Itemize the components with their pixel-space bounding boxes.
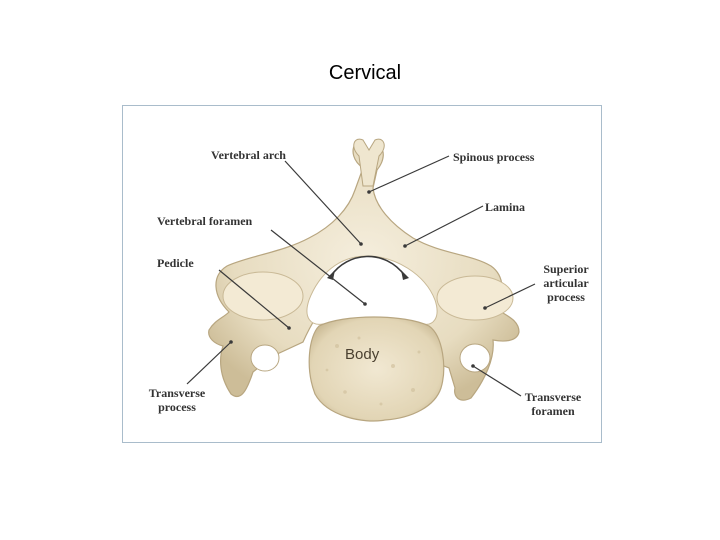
label-superior-articular-line-3: process (547, 290, 585, 304)
vertebral-arch-arrow (330, 255, 406, 277)
label-transverse-foramen-line-2: foramen (531, 404, 575, 418)
label-superior-articular-process: Superior articular process (533, 262, 599, 304)
vertebra-figure: Vertebral arch Spinous process Lamina Ve… (122, 105, 602, 443)
left-articular-facet (222, 271, 304, 321)
right-articular-facet (436, 275, 514, 321)
vertebral-body-shape (308, 316, 445, 422)
label-transverse-foramen-line-1: Transverse (524, 390, 582, 404)
label-superior-articular-line-2: articular (543, 276, 589, 290)
label-lamina: Lamina (485, 200, 526, 214)
label-pedicle: Pedicle (157, 256, 194, 270)
label-vertebral-foramen: Vertebral foramen (157, 214, 253, 228)
label-vertebral-arch: Vertebral arch (211, 148, 286, 162)
vertebra-illustration (186, 138, 536, 422)
label-superior-articular-line-1: Superior (543, 262, 589, 276)
bone-texture (325, 336, 421, 406)
label-transverse-process-line-2: process (158, 400, 196, 414)
slide-title: Cervical (328, 62, 402, 84)
label-spinous-process: Spinous process (453, 150, 535, 164)
label-transverse-process: Transverse process (137, 386, 217, 414)
right-transverse-foramen (459, 343, 491, 373)
label-body: Body (345, 346, 380, 363)
label-transverse-process-line-1: Transverse (148, 386, 206, 400)
left-transverse-foramen (250, 344, 280, 372)
label-transverse-foramen: Transverse foramen (513, 390, 593, 418)
leader-lines (186, 155, 536, 397)
spinous-process-shape (353, 138, 385, 187)
